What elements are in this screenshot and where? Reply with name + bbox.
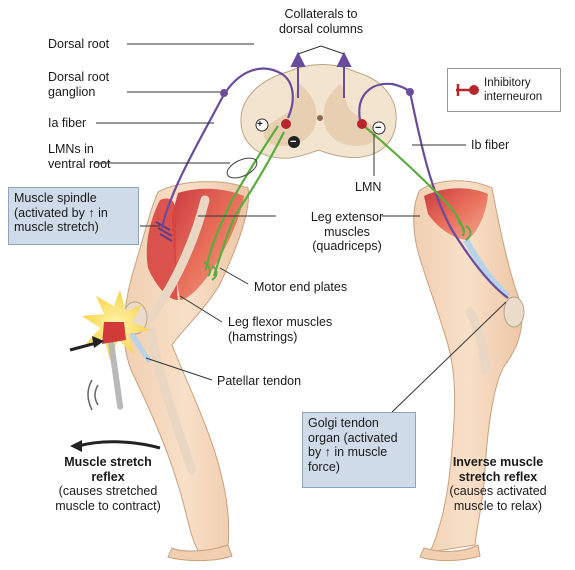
plus-sign: + (257, 119, 263, 130)
legend: Inhibitory interneuron (447, 68, 561, 112)
motor-fibers (204, 125, 466, 277)
motor-end-plates-label: Motor end plates (254, 280, 348, 294)
lmns-ventral-root-label: LMNs in ventral root (48, 142, 111, 171)
golgi-line2: organ (activated (308, 430, 398, 445)
extensor-line1: Leg extensor (310, 210, 384, 224)
ib-ganglion (406, 88, 414, 96)
drg-line1: Dorsal root (48, 70, 110, 84)
golgi-line1: Golgi tendon (308, 416, 379, 430)
minus-sign-right: − (375, 122, 382, 134)
leg-flexor-label: Leg flexor muscles (hamstrings) (228, 315, 332, 344)
right-desc-line2: muscle to relax) (453, 498, 543, 513)
spindle-line2: (activated by ↑ in (14, 205, 108, 220)
spindle-line1: Muscle spindle (14, 191, 97, 205)
left-desc-line1: (causes stretched (58, 484, 158, 498)
drg-line2: ganglion (48, 84, 96, 99)
minus-synapse-right (372, 121, 386, 135)
golgi-line3: by ↑ in muscle (308, 445, 388, 459)
collaterals-line1: Collaterals to (284, 7, 358, 21)
collaterals-line2: dorsal columns (278, 21, 364, 36)
inhibitory-interneuron-icon (456, 84, 479, 96)
flexor-line2: (hamstrings) (228, 329, 298, 344)
reflex-hammer (69, 290, 150, 411)
golgi-tendon-box: Golgi tendon organ (activated by ↑ in mu… (302, 412, 416, 488)
ib-fiber-label: Ib fiber (471, 138, 510, 152)
dorsal-root-ganglion (220, 89, 228, 97)
right-title-line1: Inverse muscle (452, 455, 544, 469)
left-desc-line2: muscle to contract) (55, 498, 161, 513)
plus-synapse (255, 118, 269, 132)
interneurons (255, 118, 386, 148)
right-patella (503, 296, 525, 328)
lmns-line2: ventral root (48, 156, 111, 171)
spindle-line3: muscle stretch) (14, 220, 99, 234)
right-desc-line1: (causes activated (449, 484, 547, 498)
left-hamstrings (146, 198, 178, 300)
lmn-label: LMN (355, 180, 382, 194)
leader-lines (95, 43, 507, 413)
right-title-line2: stretch reflex (458, 469, 538, 484)
muscle-spindle-box: Muscle spindle (activated by ↑ in muscle… (8, 187, 139, 245)
dorsal-root-ganglion-label: Dorsal root ganglion (48, 70, 109, 99)
left-title-line2: reflex (91, 469, 125, 484)
muscle-stretch-reflex-caption: Muscle stretch reflex (causes stretched … (28, 455, 188, 513)
dorsal-root-label: Dorsal root (48, 37, 110, 51)
leg-extensor-label: Leg extensor muscles (quadriceps) (282, 210, 412, 254)
legend-line2: interneuron (484, 91, 543, 103)
minus-sign-left: − (290, 136, 297, 148)
left-patellar-tendon (129, 332, 153, 364)
ia-fiber-label: Ia fiber (48, 116, 87, 130)
inverse-stretch-reflex-caption: Inverse muscle stretch reflex (causes ac… (425, 455, 571, 513)
patellar-tendon-label: Patellar tendon (217, 374, 302, 388)
extensor-line3: (quadriceps) (312, 239, 382, 253)
collateral-arrows (290, 45, 352, 98)
legend-line1: Inhibitory (484, 77, 531, 89)
kick-arrow (77, 440, 161, 450)
left-quadriceps (172, 188, 244, 300)
collaterals-label: Collaterals to dorsal columns (256, 7, 386, 36)
golgi-line4: force) (308, 459, 340, 474)
extensor-line2: muscles (324, 224, 370, 239)
minus-synapse-left (288, 136, 300, 148)
spinal-cord (240, 64, 397, 159)
flexor-line1: Leg flexor muscles (228, 315, 333, 329)
ventral-root-marker (226, 157, 258, 179)
left-title-line1: Muscle stretch (64, 455, 152, 469)
lmns-line1: LMNs in (48, 142, 94, 156)
